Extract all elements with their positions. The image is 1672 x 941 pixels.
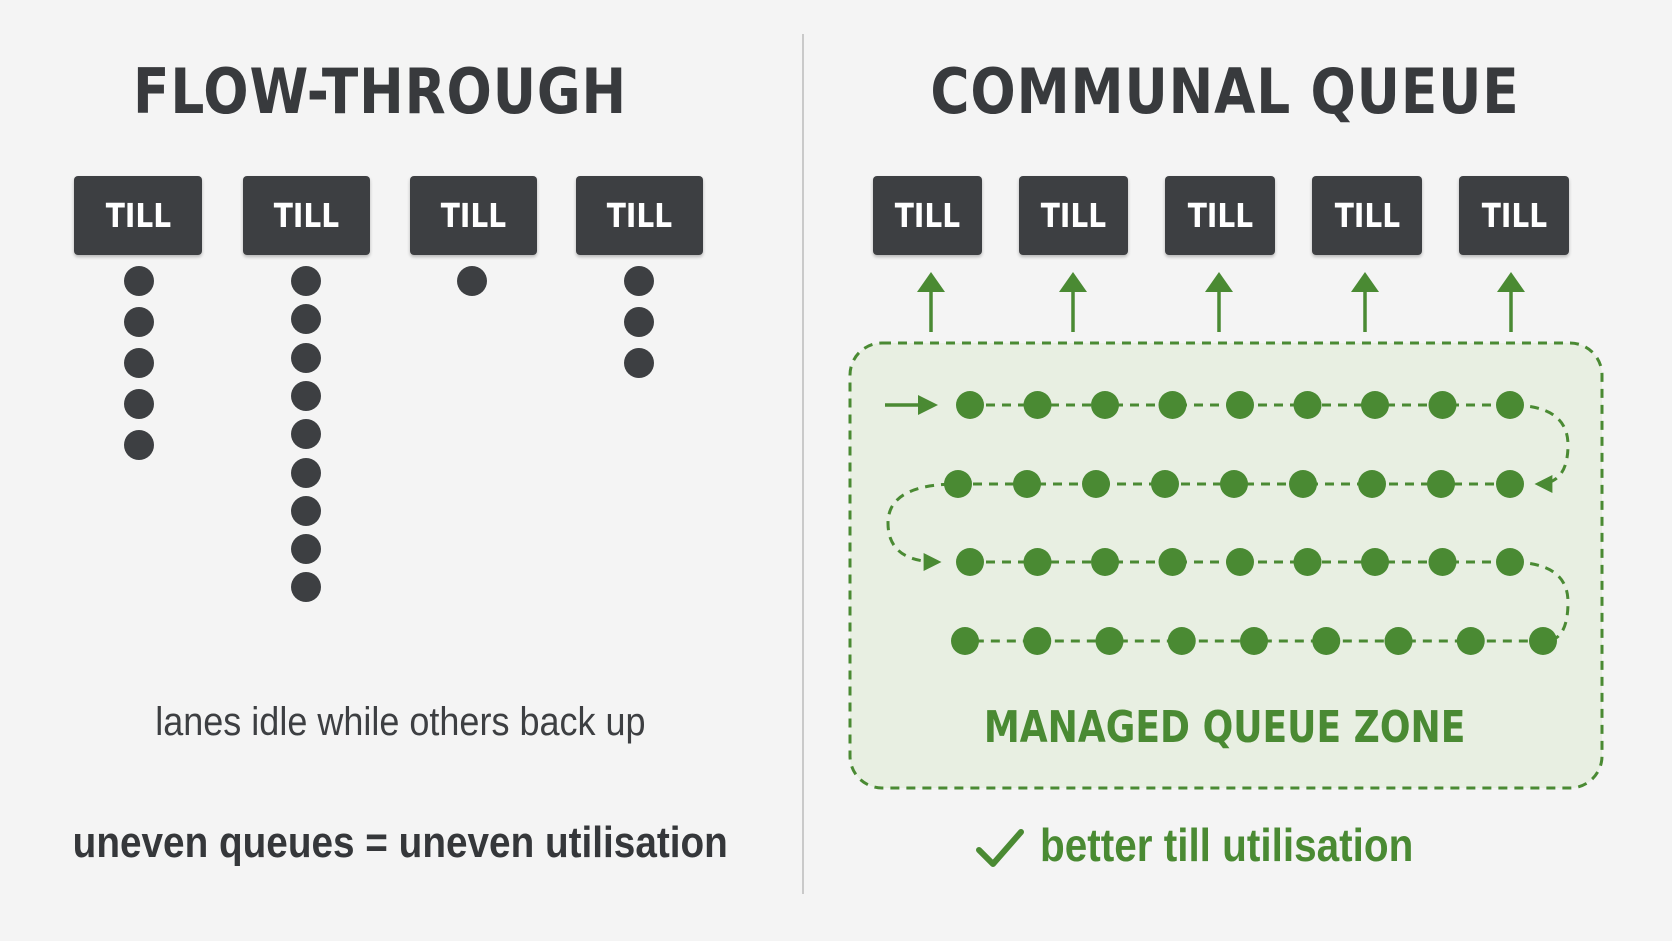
queue-customer-dot: [1496, 548, 1524, 576]
serpentine-queue-path: [970, 403, 1570, 493]
serpentine-queue-path: [886, 482, 1510, 571]
queue-customer-dot: [1095, 627, 1124, 655]
customer-dot: [124, 348, 154, 378]
uneven-caption: uneven queues = uneven utilisation: [72, 818, 728, 867]
customer-dot: [124, 430, 154, 460]
customer-dot: [291, 419, 321, 450]
panel-divider: [802, 34, 804, 894]
entry-arrow: [885, 395, 938, 415]
customer-dot: [291, 266, 321, 296]
queue-customer-dot: [1220, 470, 1248, 498]
left-till-2: TILL: [243, 176, 370, 255]
managed-queue-zone: [848, 341, 1604, 790]
queue-customer-dot: [1358, 470, 1386, 498]
customer-dot: [291, 457, 321, 488]
queue-customer-dot: [951, 627, 979, 655]
queue-customer-dot: [956, 391, 984, 419]
queue-customer-dot: [1361, 391, 1389, 419]
customer-dot: [624, 266, 654, 296]
customer-dot: [457, 266, 487, 296]
customer-dot: [291, 342, 321, 373]
managed-queue-zone-label: MANAGED QUEUE ZONE: [984, 702, 1466, 753]
queue-customer-dot: [1167, 627, 1196, 655]
customer-dot: [624, 307, 654, 337]
customer-dot: [291, 304, 321, 335]
queue-customer-dot: [1293, 391, 1322, 419]
check-icon: [976, 829, 1024, 867]
communal-queue-dots: [944, 391, 1557, 655]
right-till-4: TILL: [1312, 176, 1422, 255]
queue-customer-dot: [1240, 627, 1268, 655]
better-utilisation-label: better till utilisation: [1040, 819, 1414, 871]
queue-customer-dot: [1496, 470, 1524, 498]
queue-customer-dot: [1091, 391, 1119, 419]
customer-dot: [291, 534, 321, 565]
queue-customer-dot: [1023, 391, 1052, 419]
queue-customer-dot: [1293, 548, 1322, 576]
queue-customer-dot: [1151, 470, 1179, 498]
queue-customer-dot: [1384, 627, 1413, 655]
communal-queue-title: COMMUNAL QUEUE: [930, 55, 1520, 128]
queue-customer-dot: [1289, 470, 1317, 498]
queue-customer-dot: [1023, 548, 1052, 576]
left-till-1: TILL: [74, 176, 202, 255]
queue-customer-dot: [1013, 470, 1041, 498]
left-till-3: TILL: [410, 176, 537, 255]
right-till-5: TILL: [1459, 176, 1569, 255]
customer-dot: [124, 266, 154, 296]
right-till-3: TILL: [1165, 176, 1275, 255]
customer-dot: [291, 380, 321, 411]
queue-customer-dot: [1023, 627, 1052, 655]
queue-customer-dot: [1226, 391, 1254, 419]
queue-customer-dot: [1082, 470, 1110, 498]
left-till-4: TILL: [576, 176, 703, 255]
queue-customer-dot: [1361, 548, 1389, 576]
queue-customer-dot: [1428, 548, 1457, 576]
queue-customer-dot: [956, 548, 984, 576]
queue-customer-dot: [1496, 391, 1524, 419]
right-till-2: TILL: [1019, 176, 1128, 255]
queue-customer-dot: [1529, 627, 1557, 655]
right-till-1: TILL: [873, 176, 982, 255]
queue-customer-dot: [1226, 548, 1254, 576]
queue-customer-dot: [944, 470, 972, 498]
idle-caption: lanes idle while others back up: [154, 700, 646, 744]
flow-through-title: FLOW-THROUGH: [133, 55, 627, 128]
customer-dot: [291, 572, 321, 603]
queue-customer-dot: [1091, 548, 1119, 576]
queue-customer-dot: [1158, 391, 1187, 419]
queue-customer-dot: [1312, 627, 1341, 655]
customer-dot: [124, 389, 154, 419]
queue-customer-dot: [1158, 548, 1187, 576]
arrow-up-icon: [917, 272, 1525, 332]
customer-dot: [124, 307, 154, 337]
queue-customer-dot: [1427, 470, 1455, 498]
customer-dot: [624, 348, 654, 378]
queue-customer-dot: [1456, 627, 1485, 655]
queue-customer-dot: [1428, 391, 1457, 419]
customer-dot: [291, 495, 321, 526]
